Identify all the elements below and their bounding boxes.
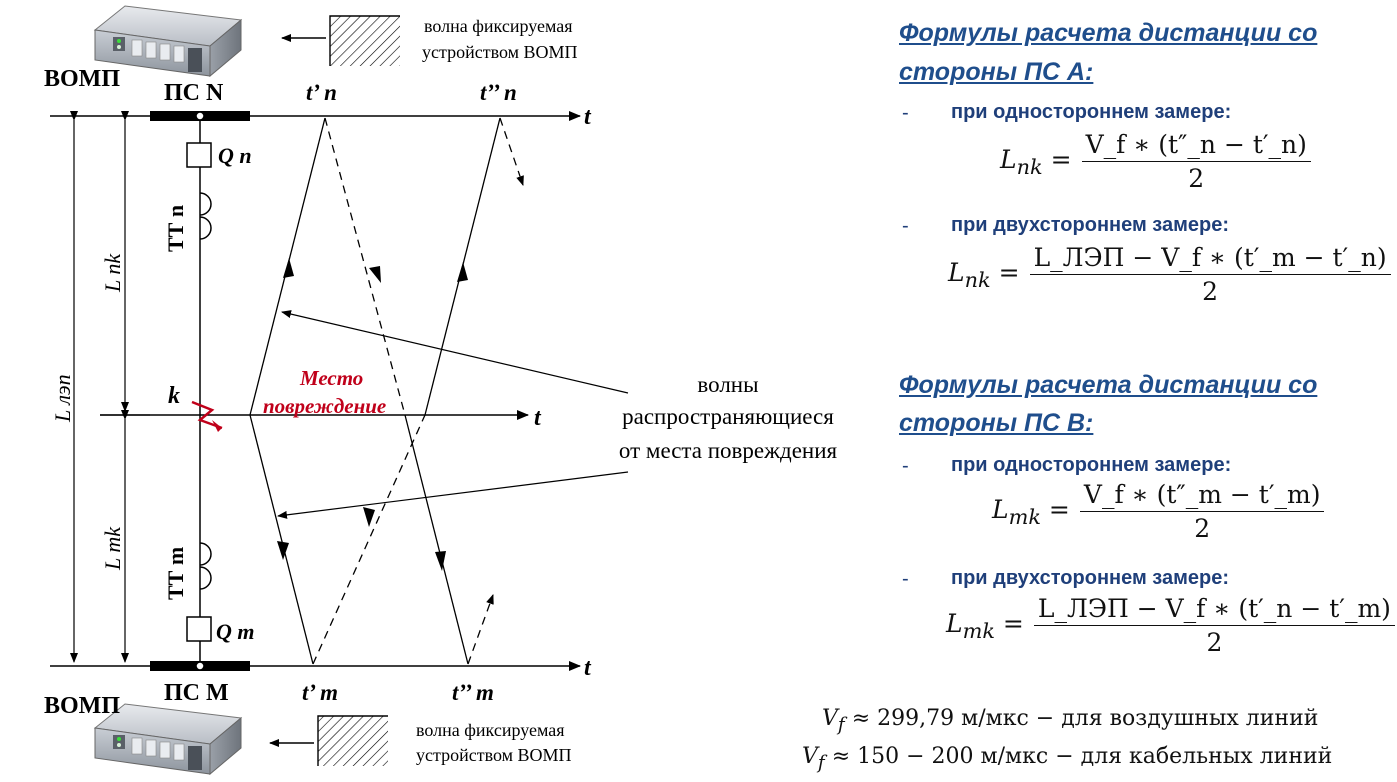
two-side-label-a: при двухстороннем замере:: [951, 214, 1230, 236]
l-nk-label: L nk: [100, 253, 125, 293]
heading-a-line1: Формулы расчета дистанции со: [899, 19, 1318, 47]
heading-a-line2: стороны ПС А:: [899, 58, 1094, 86]
legend-top-line2: устройством ВОМП: [422, 42, 578, 62]
legend-bottom-line1: волна фиксируемая: [416, 720, 565, 740]
ps-n-label: ПС N: [164, 80, 224, 106]
dash-b2: -: [902, 568, 909, 590]
dash-a1: -: [902, 102, 909, 124]
formula-a-one-side: Lnk =V_f ∗ (t″_n − t′_n)2: [1000, 130, 1311, 193]
ps-m-label: ПС M: [164, 680, 229, 706]
pointer-arrow-lower: [277, 471, 629, 519]
t-axis-bottom-label: t: [584, 655, 592, 681]
legend-bottom-line2: устройством ВОМП: [416, 745, 572, 765]
formula-a-two-side: Lnk =L_ЛЭП − V_f ∗ (t′_m − t′_n)2: [948, 243, 1391, 306]
waves-label-line2: распространяющиеся: [622, 404, 834, 429]
k-label: k: [168, 383, 180, 409]
hatched-wave-icon: [281, 15, 400, 66]
t-m1-label: t’ m: [302, 680, 338, 705]
heading-b-line2: стороны ПС В:: [899, 409, 1094, 437]
dash-b1: -: [902, 455, 909, 477]
t-n1-label: t’ n: [306, 80, 337, 105]
vomp-bottom-label: ВОМП: [44, 693, 120, 719]
q-n-label: Q n: [218, 143, 252, 168]
fault-bolt-icon: [191, 400, 223, 430]
tt-m-label: ТТ m: [163, 547, 188, 600]
fault-label-line2: повреждение: [263, 394, 386, 418]
breaker-q-m: [186, 616, 212, 642]
l-mk-label: L mk: [100, 526, 125, 571]
waves-label-line3: от места повреждения: [619, 438, 838, 463]
two-side-label-b: при двухстороннем замере:: [951, 567, 1230, 589]
ct-n-icon: [199, 192, 212, 240]
formula-b-two-side: Lmk =L_ЛЭП − V_f ∗ (t′_n − t′_m)2: [946, 594, 1395, 657]
breaker-q-n: [186, 142, 212, 168]
waves-label-line1: волны: [697, 372, 758, 397]
heading-b-line1: Формулы расчета дистанции со: [899, 371, 1318, 399]
q-m-label: Q m: [216, 619, 255, 644]
fault-label-line1: Место: [299, 366, 363, 390]
l-lep-label: L лэп: [50, 374, 75, 423]
server-icon: [93, 5, 243, 78]
ct-m-icon: [199, 542, 212, 590]
t-axis-top-label: t: [584, 104, 592, 130]
t-n2-label: t’’ n: [480, 80, 517, 105]
wave-lattice: [249, 117, 524, 665]
legend-top-line1: волна фиксируемая: [424, 16, 573, 36]
dash-a2: -: [902, 215, 909, 237]
t-axis-mid-label: t: [534, 405, 542, 431]
one-side-label-a: при одностороннем замере:: [951, 101, 1232, 123]
one-side-label-b: при одностороннем замере:: [951, 454, 1232, 476]
pointer-arrow-upper: [281, 310, 629, 394]
vomp-top-label: ВОМП: [44, 66, 120, 92]
server-icon: [93, 703, 243, 776]
formula-b-one-side: Lmk =V_f ∗ (t″_m − t′_m)2: [992, 480, 1325, 543]
tt-n-label: ТТ n: [163, 205, 188, 252]
t-m2-label: t’’ m: [452, 680, 494, 705]
hatched-wave-icon: [269, 715, 388, 766]
note-cable: Vf ≈ 150 − 200 м/мкс − для кабельных лин…: [802, 744, 1333, 774]
note-air: Vf ≈ 299,79 м/мкс − для воздушных линий: [822, 706, 1319, 736]
